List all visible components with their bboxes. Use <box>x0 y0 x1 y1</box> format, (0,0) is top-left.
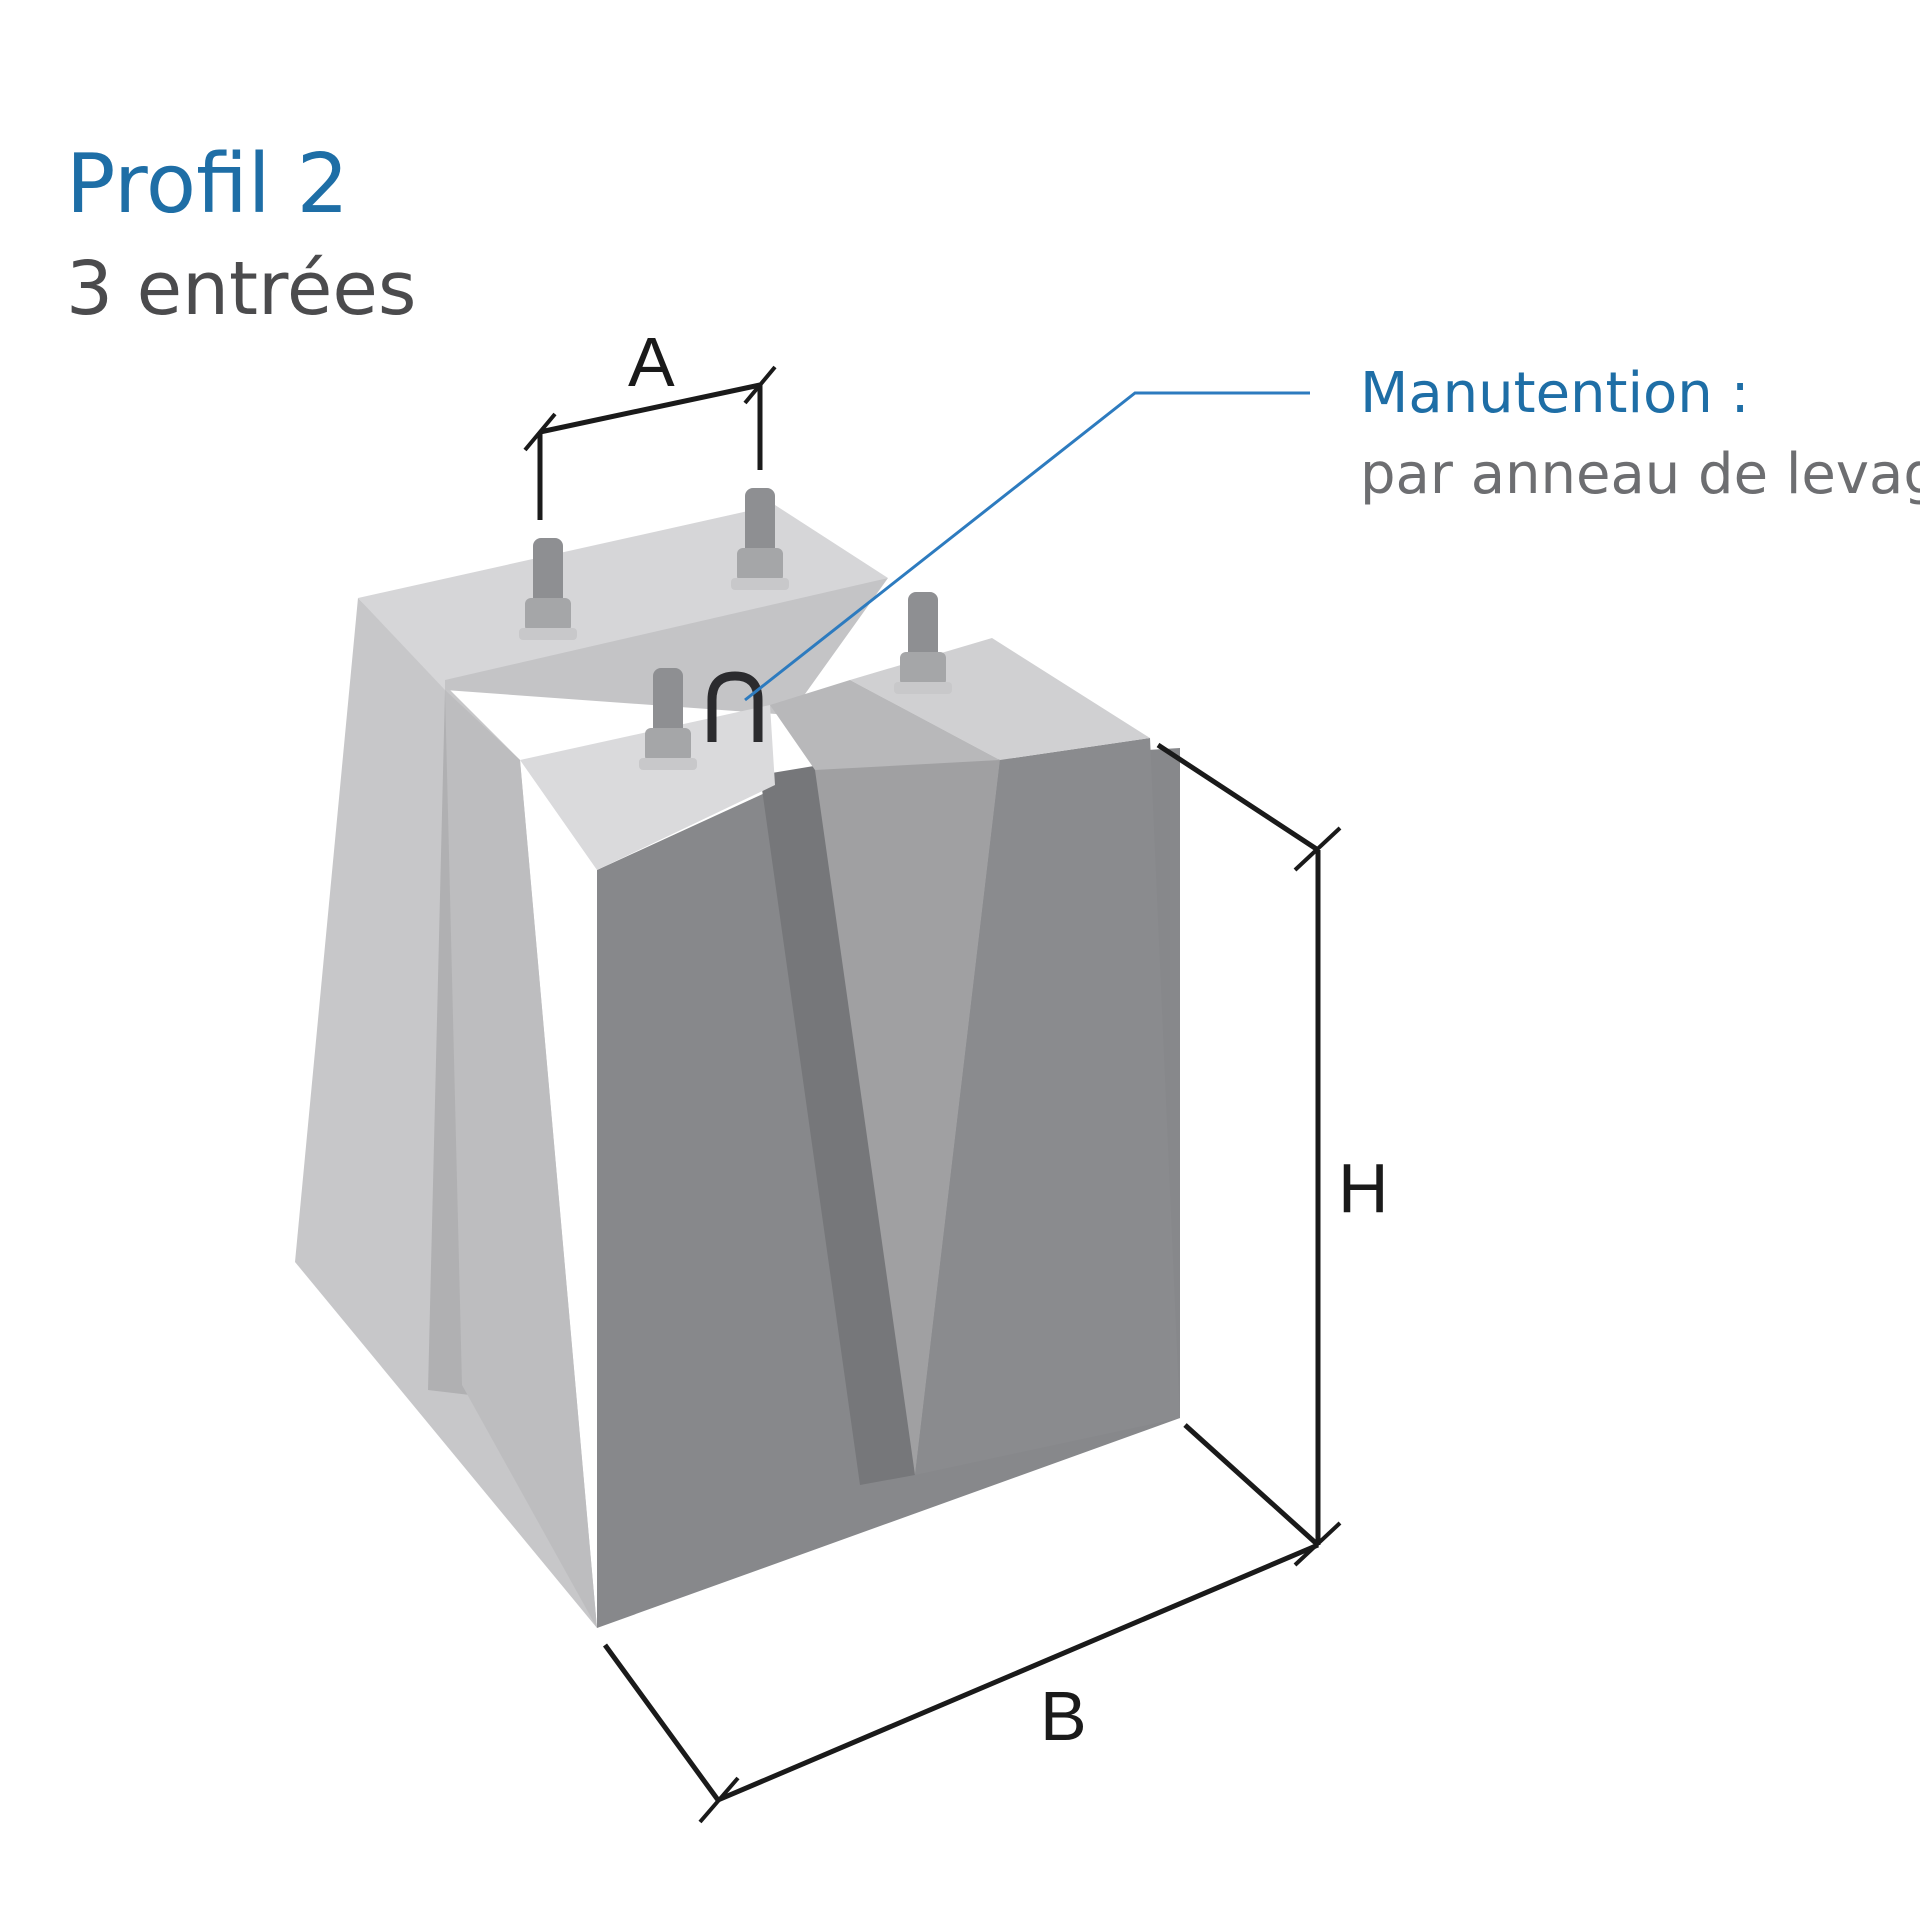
anchor-bolts <box>519 488 952 770</box>
front-slot <box>760 762 915 1485</box>
dimension-a-label: A <box>628 323 675 401</box>
top-inner-bevel <box>445 578 888 715</box>
bolt-back-right <box>731 488 789 590</box>
center-cavity <box>770 680 1000 770</box>
front-slot-bevel <box>815 740 1000 1475</box>
bolt-back-left <box>519 538 577 640</box>
dimension-a: A <box>523 323 777 520</box>
dimension-b: B <box>602 1542 1319 1824</box>
callout-title: Manutention : <box>1360 361 1749 426</box>
dimension-b-label: B <box>1040 1677 1087 1755</box>
entries-subtitle: 3 entrées <box>66 246 416 332</box>
block-right-face <box>915 738 1180 1475</box>
top-front-plate <box>520 705 775 870</box>
dimension-h-label: H <box>1338 1149 1389 1227</box>
bolt-right <box>894 592 952 694</box>
callout-leader-line <box>744 391 1310 702</box>
callout-subtitle: par anneau de levage <box>1360 442 1920 507</box>
bolt-front <box>639 668 697 770</box>
block-left-inner-face <box>445 690 597 1628</box>
dimension-h: H <box>1156 742 1389 1567</box>
concrete-block <box>295 505 1180 1628</box>
profile-title: Profil 2 <box>66 137 349 232</box>
